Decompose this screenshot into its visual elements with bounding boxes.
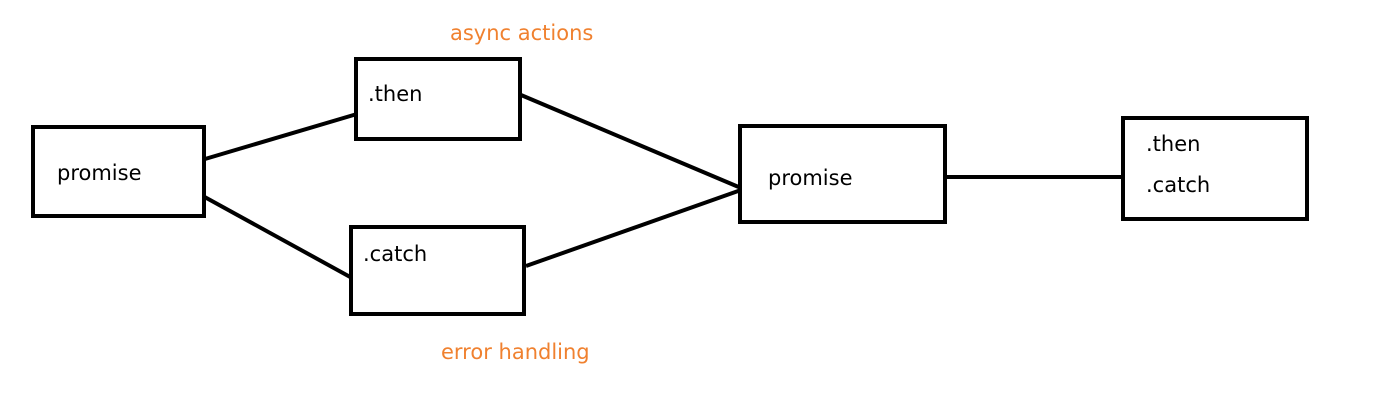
then-node-label: .then <box>368 82 423 106</box>
promise-mid-label: promise <box>768 166 853 190</box>
catch-node-label: .catch <box>363 242 428 266</box>
promise-mid-node <box>738 124 947 224</box>
chain-end-then-label: .then <box>1146 132 1201 156</box>
edge-promise-to-catch <box>200 193 353 280</box>
promise-start-label: promise <box>57 161 142 185</box>
edge-catch-to-promise <box>525 188 742 268</box>
chain-end-catch-label: .catch <box>1146 173 1211 197</box>
edge-then-to-promise <box>520 93 742 190</box>
async-actions-annotation: async actions <box>450 21 594 45</box>
edge-promise-to-then <box>204 112 358 161</box>
error-handling-annotation: error handling <box>441 340 590 364</box>
then-node <box>354 57 522 141</box>
chain-end-node <box>1121 116 1309 221</box>
promise-start-node <box>31 125 206 218</box>
catch-node <box>349 225 526 316</box>
